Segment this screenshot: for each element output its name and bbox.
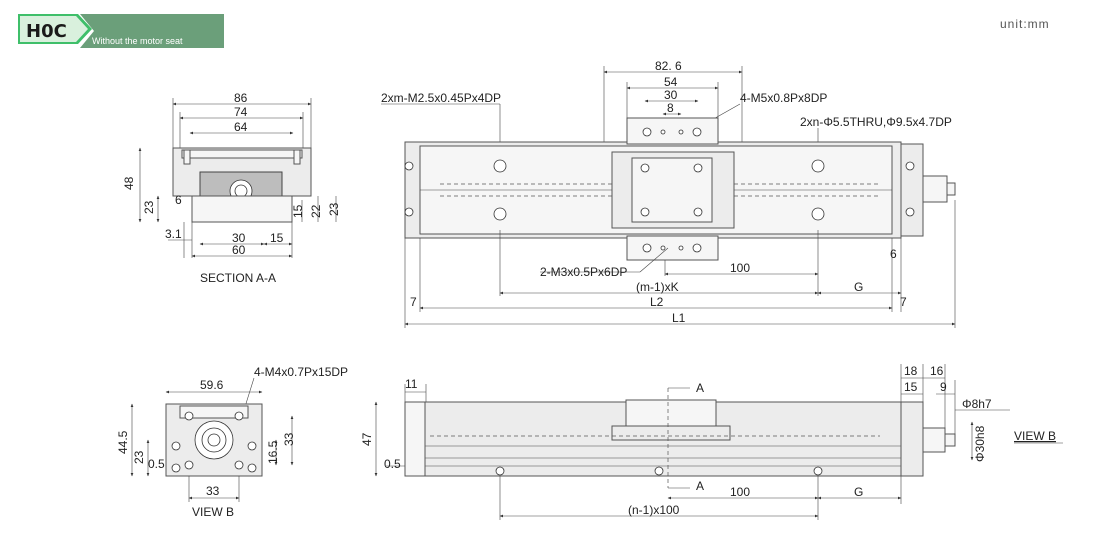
dim-11: 11 <box>405 377 418 391</box>
dim-30-top: 30 <box>664 88 678 102</box>
dim-64: 64 <box>234 120 248 134</box>
dim-7-right: 7 <box>900 295 907 309</box>
view-b-label-right: VIEW B <box>1014 429 1056 443</box>
dim-6-top: 6 <box>890 247 897 261</box>
dim-phi8: Φ8h7 <box>962 397 992 411</box>
section-marker-a-bottom: A <box>696 479 704 493</box>
header: H0C Without the motor seat <box>18 14 224 48</box>
dim-23-right: 23 <box>327 202 341 216</box>
dim-l2: L2 <box>650 295 664 309</box>
dim-18: 18 <box>904 364 918 378</box>
view-b-left: 4-M4x0.7Px15DP 59.6 44.5 23 0.5 33 16.5 … <box>116 365 348 519</box>
top-view: 82. 6 54 30 8 2xm-M2.5x0.45Px4DP 4-M5x0.… <box>381 59 956 328</box>
callout-m2-5: 2xm-M2.5x0.45Px4DP <box>381 91 501 105</box>
dim-30: 30 <box>232 231 246 245</box>
dim-59-6: 59.6 <box>200 378 224 392</box>
dim-15-side: 15 <box>904 380 918 394</box>
dim-86: 86 <box>234 91 248 105</box>
callout-m4: 4-M4x0.7Px15DP <box>254 365 348 379</box>
dim-0-5-side: 0.5 <box>384 457 401 471</box>
dim-100-side: 100 <box>730 485 750 499</box>
dim-g-top: G <box>854 280 863 294</box>
dim-16-5: 16.5 <box>266 440 280 464</box>
view-b-title-left: VIEW B <box>192 505 234 519</box>
dim-8: 8 <box>667 101 674 115</box>
dim-g-side: G <box>854 485 863 499</box>
dim-0-5-vb: 0.5 <box>148 457 165 471</box>
section-aa-title: SECTION A-A <box>200 271 276 285</box>
dim-n-100: (n-1)x100 <box>628 503 680 517</box>
dim-33-vb-right: 33 <box>282 432 296 446</box>
header-tab-inner <box>20 16 88 42</box>
dim-33-vb-bottom: 33 <box>206 484 220 498</box>
dim-6: 6 <box>175 193 182 207</box>
header-subtitle: Without the motor seat <box>92 36 183 46</box>
dim-phi30: Φ30h8 <box>973 425 987 462</box>
dim-47: 47 <box>360 432 374 446</box>
side-view: 11 A A 47 0.5 100 G (n <box>360 364 1063 520</box>
callout-phi5-5: 2xn-Φ5.5THRU,Φ9.5x4.7DP <box>800 115 952 129</box>
dim-23-left: 23 <box>142 200 156 214</box>
section-aa-view: 86 74 64 48 23 6 15 22 23 3.1 <box>122 91 341 285</box>
dim-7-left: 7 <box>410 295 417 309</box>
callout-m5: 4-M5x0.8Px8DP <box>740 91 827 105</box>
dim-54: 54 <box>664 75 678 89</box>
dim-3-1: 3.1 <box>165 227 182 241</box>
section-marker-a-top: A <box>696 381 704 395</box>
dim-100-top: 100 <box>730 261 750 275</box>
header-banner <box>80 14 224 48</box>
dim-mk: (m-1)xK <box>636 280 679 294</box>
dim-82-6: 82. 6 <box>655 59 682 73</box>
header-code: H0C <box>26 21 67 42</box>
dim-l1: L1 <box>672 311 686 325</box>
dim-74: 74 <box>234 105 248 119</box>
dim-15-right: 15 <box>291 204 305 218</box>
dim-60: 60 <box>232 243 246 257</box>
callout-m3: 2-M3x0.5Px6DP <box>540 265 627 279</box>
dim-15-bottom: 15 <box>270 231 284 245</box>
unit-label: unit:mm <box>1000 17 1050 31</box>
dim-48: 48 <box>122 176 136 190</box>
dim-16: 16 <box>930 364 944 378</box>
dim-9: 9 <box>940 380 947 394</box>
dim-23-vb: 23 <box>132 450 146 464</box>
dim-44-5: 44.5 <box>116 430 130 454</box>
dim-22: 22 <box>309 204 323 218</box>
